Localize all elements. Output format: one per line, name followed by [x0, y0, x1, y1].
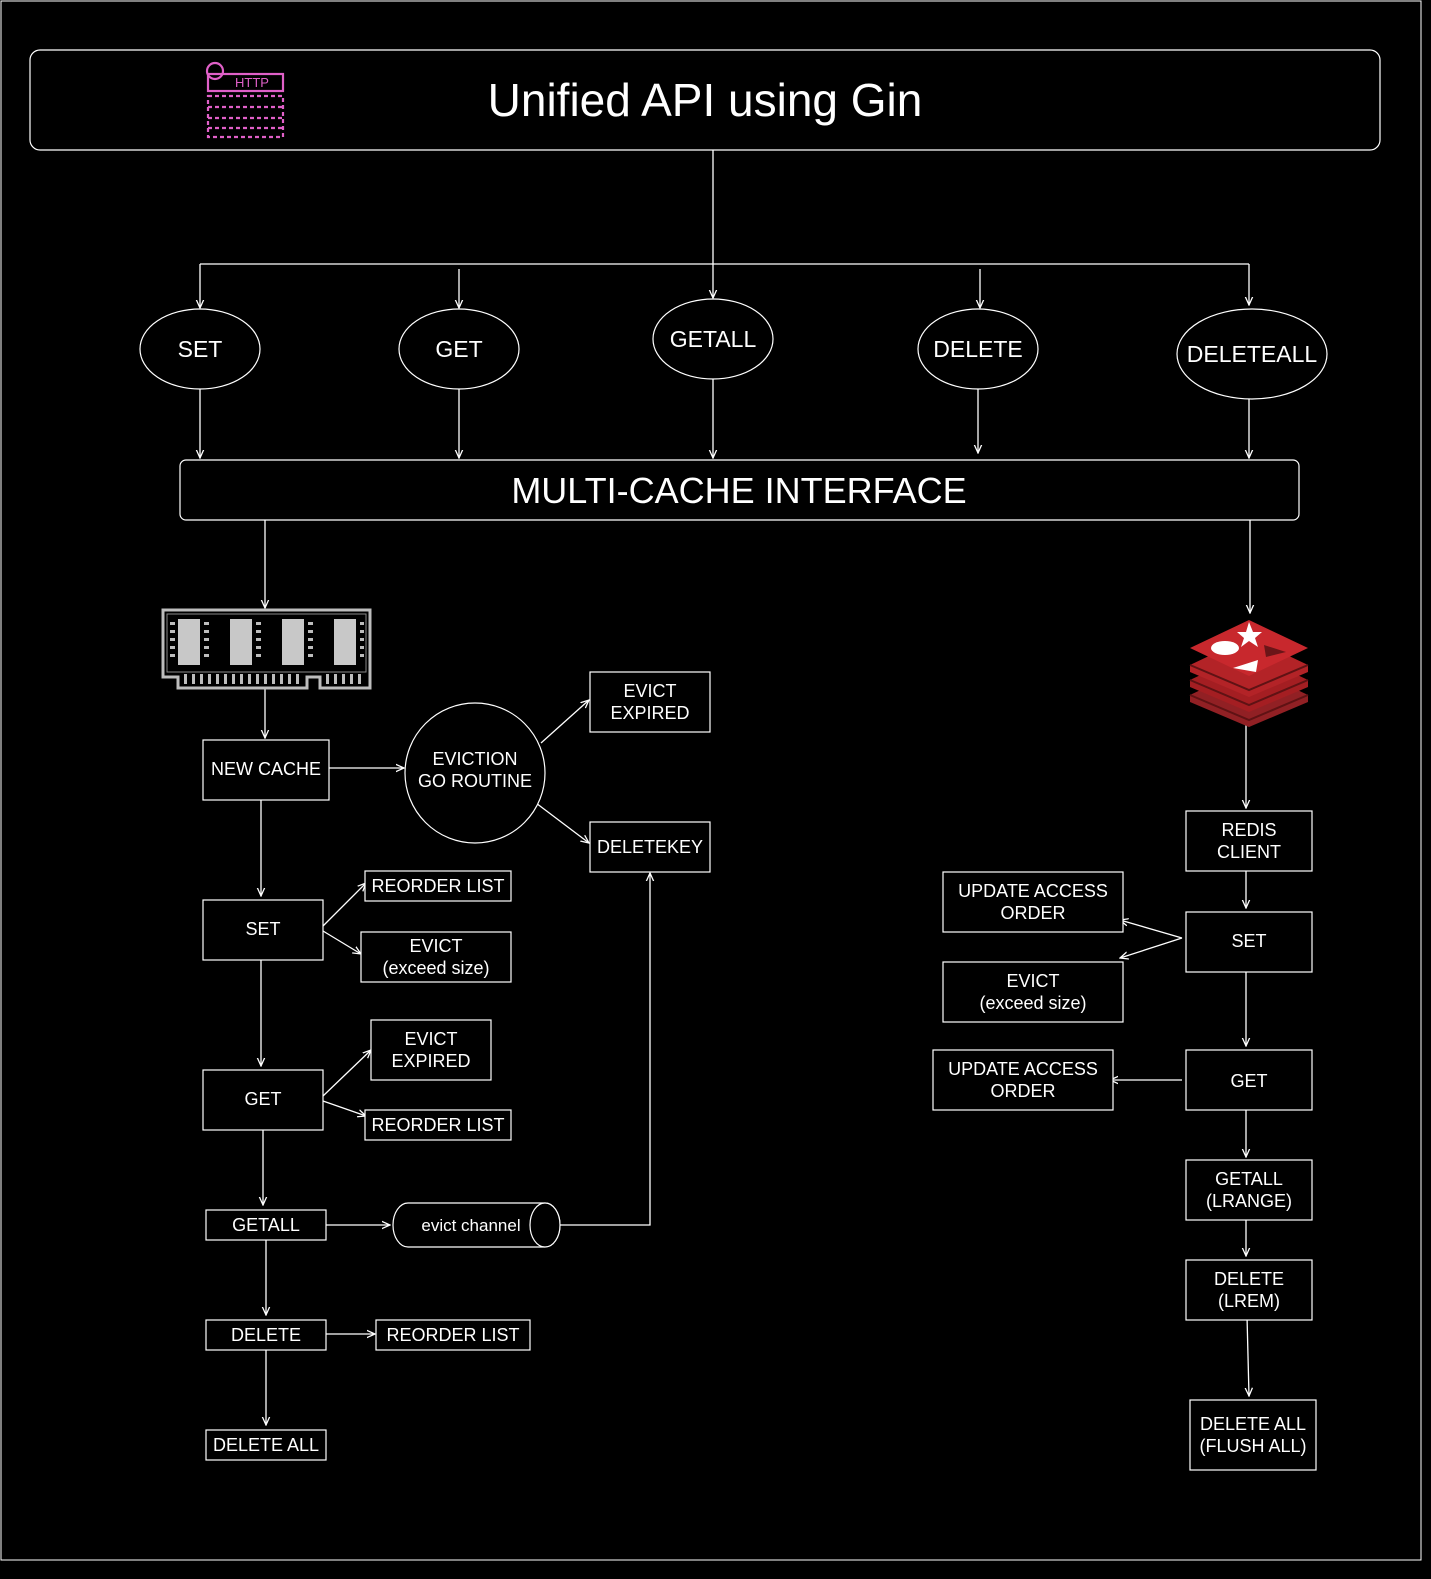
- op-delete-node: [917, 308, 1039, 390]
- redis-getall-line2: (LRANGE): [1206, 1191, 1292, 1211]
- evict-channel-label: evict channel: [421, 1216, 520, 1235]
- http-icon: [205, 61, 285, 139]
- evict-expired-top-line2: EXPIRED: [610, 703, 689, 723]
- mem-set-reorder-label: REORDER LIST: [371, 876, 504, 896]
- http-icon-label: HTTP: [235, 75, 269, 90]
- interface-box: [179, 459, 1300, 521]
- edge-set-reorder: [322, 883, 366, 927]
- eviction-routine-line2: GO ROUTINE: [418, 771, 532, 791]
- edge-delete-deleteall: [1247, 1315, 1249, 1396]
- mem-get-reorder-label: REORDER LIST: [371, 1115, 504, 1135]
- evict-expired-top-node: [589, 671, 711, 733]
- mem-set-evict-node: [360, 931, 512, 983]
- mem-set-evict-line1: EVICT: [409, 936, 462, 956]
- edge-get-evictexpired: [322, 1050, 371, 1097]
- mem-delete-all-node: [205, 1429, 327, 1461]
- redis-set-update-line2: ORDER: [1000, 903, 1065, 923]
- op-get-label: GET: [435, 336, 482, 362]
- mem-delete-node: [205, 1319, 327, 1351]
- new-cache-label: NEW CACHE: [211, 759, 321, 779]
- edges: [200, 150, 1250, 1425]
- edge-eviction-evictexpired: [540, 700, 589, 744]
- mem-delete-all-label: DELETE ALL: [213, 1435, 319, 1455]
- edge-get-reorder: [322, 1100, 366, 1116]
- ram-module-icon: [161, 608, 372, 690]
- op-deleteall-node: [1176, 308, 1328, 400]
- redis-getall-node: [1185, 1159, 1313, 1221]
- mem-set-label: SET: [245, 919, 280, 939]
- redis-set-update-node: [942, 871, 1124, 933]
- redis-delete-line1: DELETE: [1214, 1269, 1284, 1289]
- redis-client-line2: CLIENT: [1217, 842, 1281, 862]
- mem-set-reorder-node: [364, 870, 512, 902]
- redis-set-update-line1: UPDATE ACCESS: [958, 881, 1108, 901]
- page-title: Unified API using Gin: [488, 74, 923, 126]
- edge-set-evict: [322, 930, 361, 954]
- redis-get-update-line2: ORDER: [990, 1081, 1055, 1101]
- deletekey-node: [589, 821, 711, 873]
- new-cache-node: [202, 739, 330, 801]
- edge-channel-deletekey: [559, 873, 650, 1226]
- mem-get-label: GET: [244, 1089, 281, 1109]
- mem-set-node: [202, 899, 324, 961]
- redis-delete-all-line2: (FLUSH ALL): [1199, 1436, 1306, 1456]
- mem-delete-reorder-node: [375, 1319, 531, 1351]
- op-get-node: [398, 308, 520, 390]
- mem-getall-label: GETALL: [232, 1215, 300, 1235]
- redis-set-evict-line2: (exceed size): [979, 993, 1086, 1013]
- redis-set-node: [1185, 911, 1313, 973]
- eviction-routine-node: [404, 702, 546, 844]
- edge-set-evict: [1120, 937, 1183, 958]
- op-delete-label: DELETE: [933, 336, 1022, 362]
- mem-get-reorder-node: [364, 1109, 512, 1141]
- interface-title: MULTI-CACHE INTERFACE: [511, 470, 966, 511]
- redis-delete-node: [1185, 1259, 1313, 1321]
- mem-get-node: [202, 1069, 324, 1131]
- redis-set-label: SET: [1231, 931, 1266, 951]
- redis-getall-line1: GETALL: [1215, 1169, 1283, 1189]
- edge-eviction-deletekey: [535, 802, 589, 843]
- redis-get-update-line1: UPDATE ACCESS: [948, 1059, 1098, 1079]
- redis-get-label: GET: [1230, 1071, 1267, 1091]
- mem-get-evict-expired-line1: EVICT: [404, 1029, 457, 1049]
- edge-set-update: [1120, 920, 1183, 939]
- op-getall-node: [652, 298, 774, 380]
- redis-client-line1: REDIS: [1221, 820, 1276, 840]
- op-set-node: [139, 308, 261, 390]
- op-deleteall-label: DELETEALL: [1187, 341, 1318, 367]
- redis-delete-all-node: [1189, 1399, 1317, 1471]
- redis-delete-line2: (LREM): [1218, 1291, 1280, 1311]
- redis-set-evict-line1: EVICT: [1006, 971, 1059, 991]
- mem-delete-reorder-label: REORDER LIST: [386, 1325, 519, 1345]
- evict-channel-node: [392, 1202, 561, 1248]
- eviction-routine-line1: EVICTION: [432, 749, 517, 769]
- mem-getall-node: [205, 1209, 327, 1241]
- mem-delete-label: DELETE: [231, 1325, 301, 1345]
- mem-set-evict-line2: (exceed size): [382, 958, 489, 978]
- op-getall-label: GETALL: [670, 326, 757, 352]
- op-set-label: SET: [178, 336, 223, 362]
- redis-get-node: [1185, 1049, 1313, 1111]
- deletekey-label: DELETEKEY: [597, 837, 703, 857]
- redis-client-node: [1185, 810, 1313, 872]
- redis-set-evict-node: [942, 961, 1124, 1023]
- evict-expired-top-line1: EVICT: [623, 681, 676, 701]
- redis-get-update-node: [932, 1049, 1114, 1111]
- redis-delete-all-line1: DELETE ALL: [1200, 1414, 1306, 1434]
- mem-get-evict-expired-line2: EXPIRED: [391, 1051, 470, 1071]
- redis-logo-icon: [1189, 620, 1309, 727]
- mem-get-evict-expired-node: [370, 1019, 492, 1081]
- header-box: [29, 49, 1381, 151]
